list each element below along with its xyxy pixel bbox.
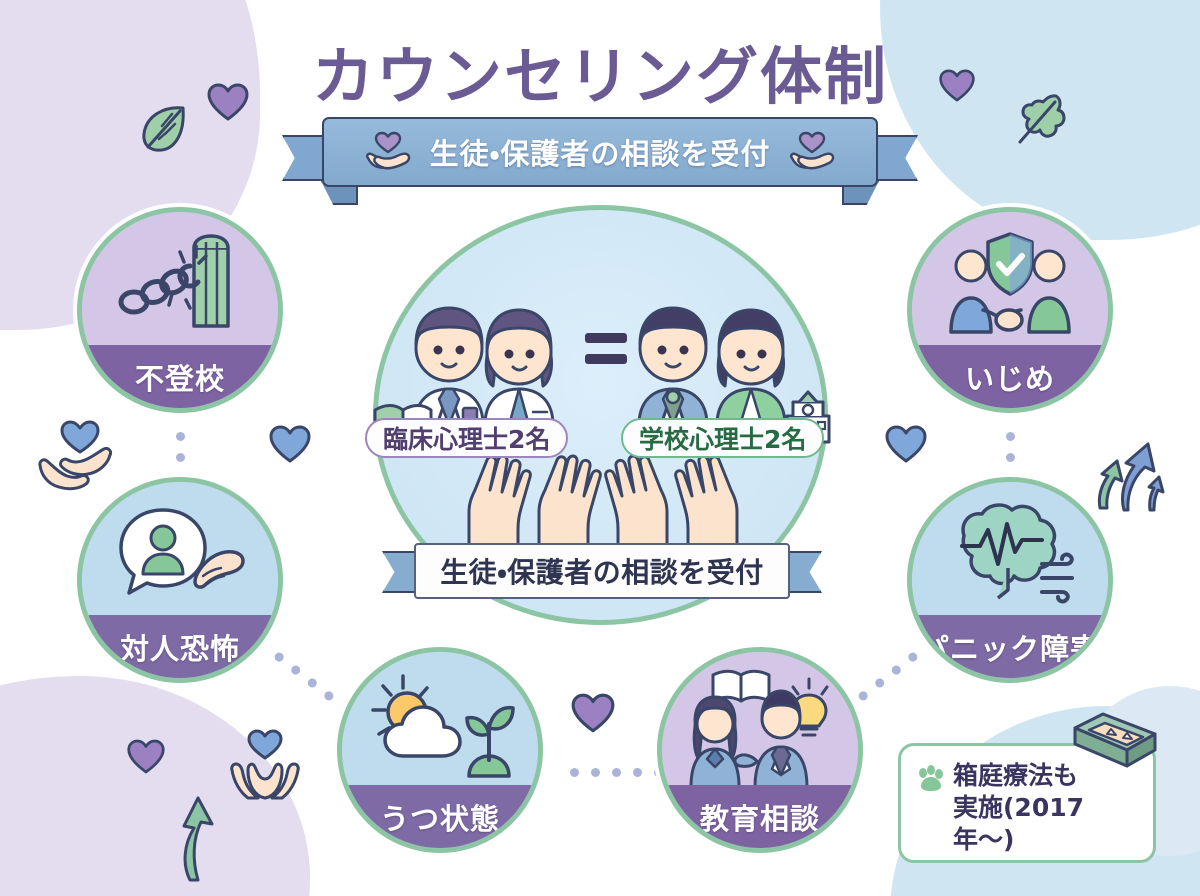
- connector-dots-bottom-left: [272, 650, 336, 703]
- sun-cloud-sprout-icon: [342, 652, 538, 795]
- topic-label-band: 不登校: [82, 345, 278, 408]
- staff-pill-school: 学校心理士2名: [621, 418, 825, 458]
- note-box: 箱庭療法も 実施(2017年〜): [898, 712, 1157, 863]
- oak-leaf-icon: [1012, 90, 1072, 152]
- topic-label: うつ状態: [379, 801, 500, 836]
- topic-circle-taijinkyofu[interactable]: 対人恐怖: [77, 477, 283, 683]
- broken-chain-door-icon: [82, 212, 278, 355]
- topic-circle-ijime[interactable]: いじめ: [907, 207, 1113, 413]
- topic-label: パニック障害: [919, 631, 1100, 666]
- topic-circle-utsu[interactable]: うつ状態: [337, 647, 543, 853]
- hands-cradle-heart-icon: [34, 415, 126, 501]
- topic-label-band: いじめ: [912, 345, 1108, 408]
- note-line-1: 箱庭療法も: [953, 761, 1079, 790]
- students-book-lightbulb-icon: [662, 652, 858, 795]
- blue-heart-icon: [884, 424, 928, 464]
- topic-label-band: うつ状態: [342, 785, 538, 848]
- topic-label-band: 教育相談: [662, 785, 858, 848]
- purple-heart-icon: [570, 692, 616, 734]
- topic-circle-panic[interactable]: パニック障害: [907, 477, 1113, 683]
- purple-heart-icon: [206, 82, 250, 122]
- sandbox-tray-icon: [1045, 712, 1161, 790]
- topic-label: いじめ: [964, 361, 1055, 396]
- brain-heartbeat-wind-icon: [912, 482, 1108, 625]
- topic-circle-futoko[interactable]: 不登校: [77, 207, 283, 413]
- equals-icon: [585, 333, 627, 367]
- person-speech-bubble-hand-icon: [82, 482, 278, 625]
- center-banner: 生徒・保護者の相談を受付: [382, 543, 822, 599]
- note-line-2: 実施(2017年〜): [953, 793, 1085, 854]
- center-banner-body: 生徒・保護者の相談を受付: [414, 543, 790, 599]
- handshake-shield-check-icon: [912, 212, 1108, 355]
- growth-arrows-icon: [1088, 422, 1170, 514]
- topic-label: 教育相談: [699, 801, 820, 836]
- topic-label-band: 対人恐怖: [82, 615, 278, 678]
- connector-dots-bottom-right: [856, 650, 920, 703]
- paw-icon: [917, 765, 945, 792]
- top-banner-text: 生徒・保護者の相談を受付: [429, 137, 771, 171]
- staff-pill-clinical: 臨床心理士2名: [365, 418, 569, 458]
- connector-dots-left: [176, 432, 185, 483]
- blue-heart-icon: [268, 424, 312, 464]
- top-banner-body: 生徒・保護者の相談を受付: [322, 117, 878, 187]
- page-title: カウンセリング体制: [311, 40, 888, 113]
- connector-dots-middle: [570, 768, 663, 777]
- two-school-psychologists: [637, 306, 831, 444]
- connector-dots-right: [1006, 432, 1015, 483]
- purple-heart-icon: [938, 68, 976, 103]
- four-open-hands-icon: [467, 454, 739, 560]
- hands-holding-heart-icon: [226, 724, 304, 808]
- topic-circle-kyoikusodan[interactable]: 教育相談: [657, 647, 863, 853]
- center-banner-text: 生徒・保護者の相談を受付: [440, 556, 764, 589]
- purple-heart-icon: [126, 738, 166, 775]
- topic-label: 対人恐怖: [119, 631, 240, 666]
- heart-in-hand-icon: [364, 131, 412, 173]
- topic-label-band: パニック障害: [912, 615, 1108, 678]
- leaf-icon: [134, 100, 192, 158]
- two-lab-coat-psychologists: [373, 306, 555, 442]
- green-arrow-icon: [162, 792, 230, 884]
- top-banner: 生徒・保護者の相談を受付: [282, 117, 918, 205]
- topic-label: 不登校: [134, 361, 225, 396]
- heart-in-hand-icon: [788, 131, 836, 173]
